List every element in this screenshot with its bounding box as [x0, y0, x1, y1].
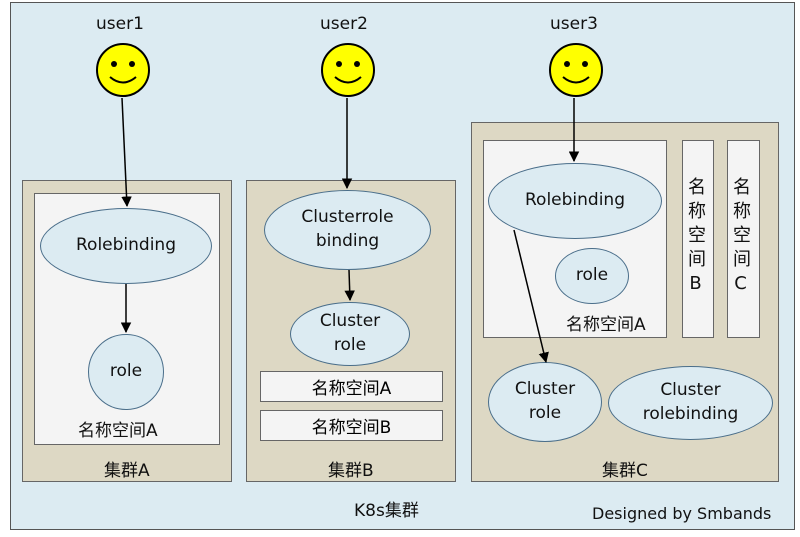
cluster-a-label: 集群A	[104, 461, 150, 481]
user1-label: user1	[96, 14, 144, 34]
cluster-a-rolebinding: Rolebinding	[40, 208, 212, 284]
cluster-c-clusterrole: Cluster role	[488, 362, 602, 442]
cluster-c-namespace-c-label: 名称空间C	[730, 177, 751, 300]
cluster-c-namespace-c-box: 名称空间C	[727, 140, 760, 338]
user2-smiley-icon	[321, 43, 375, 97]
cluster-a-role: role	[88, 334, 164, 410]
user3-smiley-icon	[549, 43, 603, 97]
user1-smiley-icon	[96, 43, 150, 97]
user3-label: user3	[550, 14, 598, 34]
cluster-c-namespace-a-label: 名称空间A	[566, 315, 646, 335]
credit-label: Designed by Smbands	[592, 504, 772, 523]
cluster-c-rolebinding: Rolebinding	[488, 163, 662, 239]
cluster-c-namespace-b-label: 名称空间B	[685, 177, 706, 300]
cluster-b-clusterrole: Cluster role	[290, 302, 410, 366]
cluster-c-namespace-b-box: 名称空间B	[682, 140, 714, 338]
cluster-c-clusterrolebinding: Cluster rolebinding	[608, 366, 773, 440]
k8s-cluster-label: K8s集群	[354, 501, 419, 521]
user2-label: user2	[320, 14, 368, 34]
cluster-a-namespace-a-label: 名称空间A	[78, 421, 158, 441]
cluster-c-label: 集群C	[602, 461, 648, 481]
cluster-c-role: role	[555, 248, 629, 304]
cluster-b-namespace-a-box: 名称空间A	[260, 371, 443, 402]
cluster-b-clusterrolebinding: Clusterrole binding	[264, 190, 431, 270]
cluster-b-namespace-b-box: 名称空间B	[260, 410, 443, 441]
cluster-b-label: 集群B	[328, 461, 374, 481]
